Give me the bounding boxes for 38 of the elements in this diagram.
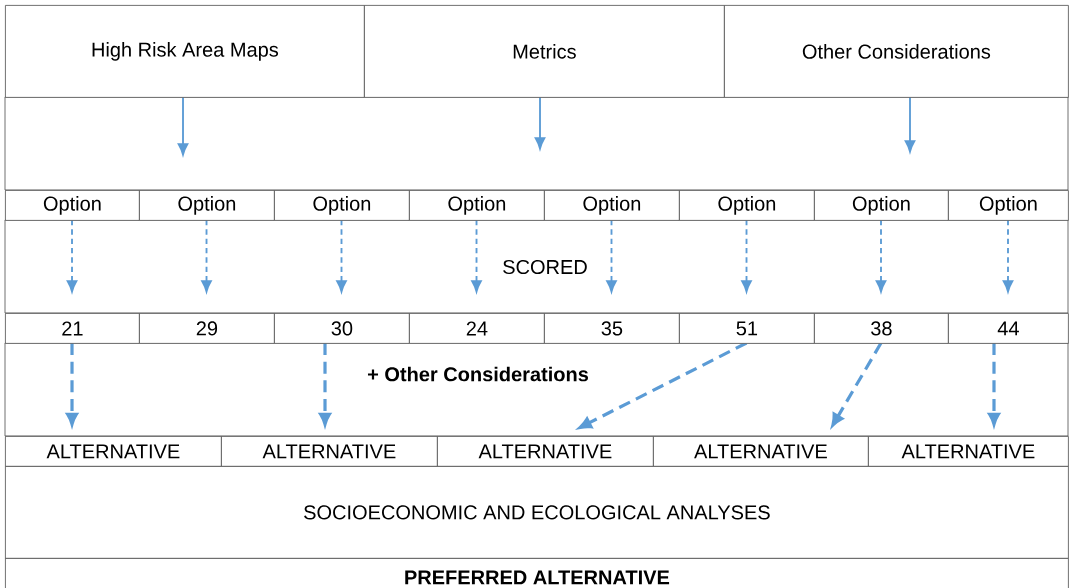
table-cell: Option: [814, 190, 949, 221]
table-cell: Option: [139, 190, 275, 221]
band-label: SCORED: [503, 259, 587, 275]
table-cell: Option: [409, 190, 545, 221]
arrow: [875, 219, 887, 293]
table-cell: 24: [409, 313, 545, 344]
table-cell: ALTERNATIVE: [437, 436, 654, 467]
table-cell: Metrics: [364, 5, 725, 98]
arrow: [534, 96, 546, 150]
table-cell: Option: [5, 190, 140, 221]
arrow: [177, 96, 189, 156]
table-cell: High Risk Area Maps: [5, 5, 365, 98]
arrow: [1002, 219, 1014, 293]
table-cell: Option: [948, 190, 1069, 221]
table-cell: Option: [544, 190, 680, 221]
table-cell: Other Considerations: [724, 5, 1069, 98]
table-cell: Option: [679, 190, 815, 221]
table-cell: PREFERRED ALTERNATIVE: [5, 558, 1069, 588]
arrow: [606, 219, 617, 293]
table-cell: Option: [274, 190, 410, 221]
band-label: + Other Considerations: [368, 366, 588, 382]
table-cell: ALTERNATIVE: [653, 436, 869, 467]
arrow: [904, 96, 916, 153]
table-cell: ALTERNATIVE: [221, 436, 438, 467]
table-cell: ALTERNATIVE: [868, 436, 1069, 467]
table-cell: 30: [274, 313, 410, 344]
table-cell: 51: [679, 313, 815, 344]
table-cell: 38: [814, 313, 949, 344]
arrow: [471, 219, 482, 293]
table-cell: 44: [948, 313, 1069, 344]
table-cell: 21: [5, 313, 140, 344]
arrow: [336, 219, 347, 293]
arrow: [741, 219, 752, 293]
table-cell: 29: [139, 313, 275, 344]
arrow: [66, 219, 78, 293]
table-cell: 35: [544, 313, 680, 344]
arrow: [201, 219, 212, 293]
table-cell: ALTERNATIVE: [5, 436, 222, 467]
